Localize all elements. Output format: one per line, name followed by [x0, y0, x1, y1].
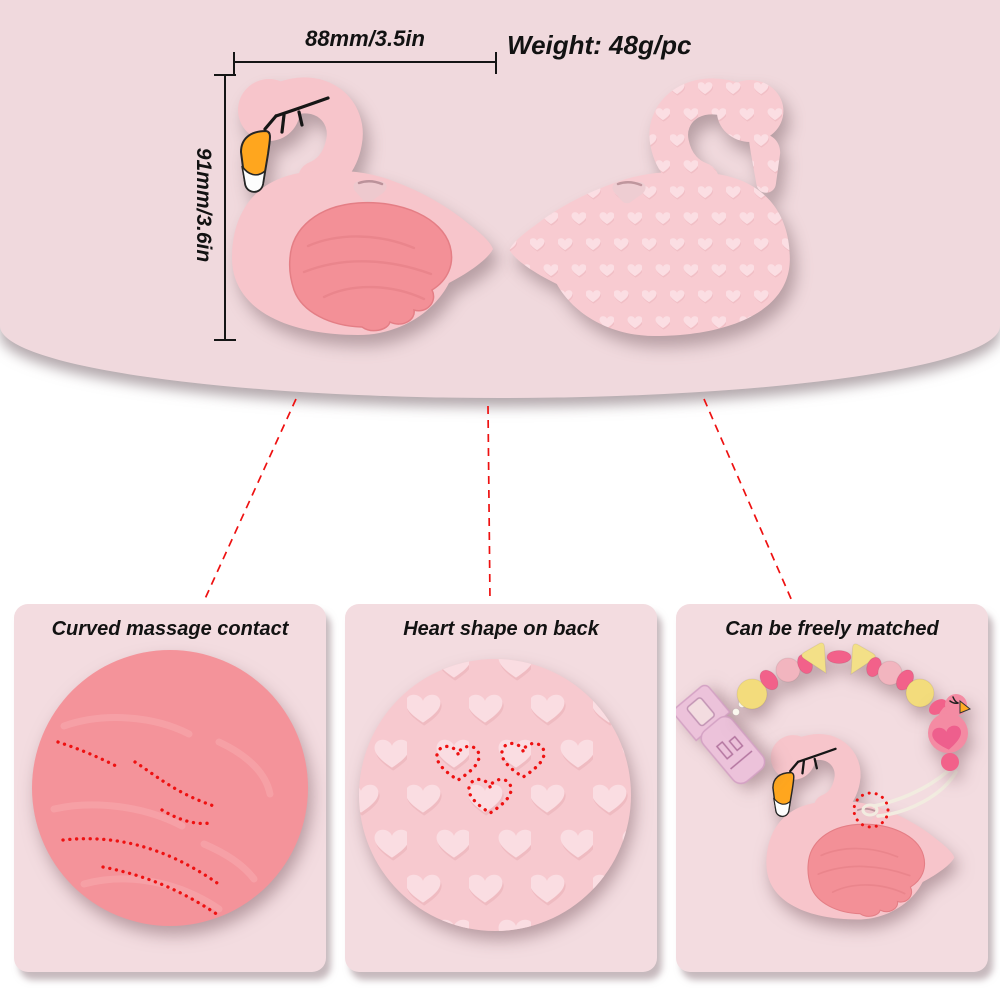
massage-curve-annotations: [56, 740, 222, 917]
clip-string: [861, 769, 958, 818]
feature-panel-clip-chain: Can be freely matched: [676, 604, 988, 972]
callout-line-middle: [487, 405, 491, 602]
pacifier-clip: [676, 684, 766, 785]
width-dimension-line: [233, 61, 497, 63]
height-dimension-line: [224, 75, 226, 341]
bead-chain: [732, 641, 935, 716]
mini-teether: [766, 735, 954, 919]
hanging-hole: [612, 182, 646, 204]
width-dimension-label: 88mm/3.5in: [305, 26, 425, 51]
weight-label: Weight: 48g/pc: [507, 30, 692, 60]
hero-section: 88mm/3.5in 91mm/3.6in Weight: 48g/pc: [0, 0, 1000, 398]
feature-panel-massage: Curved massage contact: [14, 604, 326, 972]
heart-texture-zoom-image: [359, 659, 631, 931]
width-dimension-tick-left: [233, 52, 235, 74]
feature-panel-heart-texture: Heart shape on back: [345, 604, 657, 972]
width-dimension-tick-right: [495, 52, 497, 74]
attachment-highlight-circle: [852, 791, 890, 829]
callout-line-left: [203, 398, 297, 602]
height-dimension-tick-top: [214, 74, 236, 76]
massage-ridges: [50, 714, 274, 913]
flamingo-teether-front-image: [230, 76, 500, 336]
panel-title: Can be freely matched: [725, 618, 939, 640]
flamingo-teether-back-image: [502, 77, 792, 337]
curved-massage-zoom-image: [32, 650, 308, 926]
teether-with-clip-chain-image: [676, 641, 971, 972]
panel-title: Curved massage contact: [51, 618, 289, 640]
mini-flamingo-charm: [928, 694, 971, 771]
callout-line-right: [703, 398, 793, 602]
height-dimension-label: 91mm/3.6in: [192, 147, 215, 263]
panel-title: Heart shape on back: [403, 618, 599, 640]
height-dimension-tick-bottom: [214, 339, 236, 341]
